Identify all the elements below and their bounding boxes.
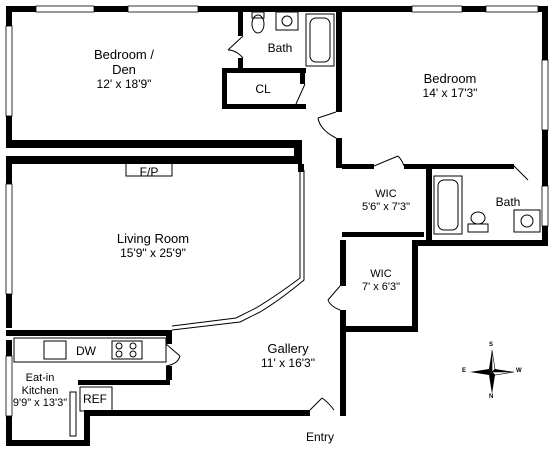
room-bedroom-den-name: Bedroom / Den — [94, 47, 154, 77]
room-bath-right: Bath — [486, 195, 530, 210]
room-bedroom-den: Bedroom / Den 12' x 18'9" — [64, 47, 184, 92]
kitchen-fixtures — [13, 337, 167, 437]
room-wic-2: WIC 7' x 6'3" — [350, 268, 412, 293]
compass-e: E — [462, 368, 467, 374]
compass-star-icon — [470, 349, 515, 394]
room-living-room-size: 15'9" x 25'9" — [120, 245, 186, 260]
room-wic-2-size: 7' x 6'3" — [361, 280, 401, 293]
compass-rose: S N E W — [462, 342, 522, 400]
room-kitchen-name: Eat-in Kitchen — [21, 372, 59, 397]
room-closet-name: CL — [255, 82, 271, 96]
bath-right-fixtures — [433, 175, 541, 235]
living-room-partition-inner — [171, 170, 301, 327]
fireplace-outline — [125, 164, 173, 177]
room-bedroom-den-size: 12' x 18'9" — [96, 76, 152, 91]
compass-n: N — [489, 394, 494, 400]
interior-walls — [6, 6, 514, 385]
bath-top-fixtures — [251, 11, 335, 67]
room-bedroom-size: 14' x 17'3" — [422, 85, 478, 100]
room-kitchen-size: 9'9" x 13'3" — [12, 397, 68, 410]
fireplace: F/P — [126, 165, 172, 180]
living-room-partition — [171, 170, 305, 331]
room-closet: CL — [240, 82, 286, 97]
room-bedroom-name: Bedroom — [423, 71, 477, 86]
room-bath-top-name: Bath — [267, 41, 293, 55]
room-wic-1-size: 5'6" x 7'3" — [361, 200, 411, 213]
room-gallery: Gallery 11' x 16'3" — [236, 341, 340, 371]
fireplace-label: F/P — [139, 165, 159, 179]
room-kitchen: Eat-in Kitchen 9'9" x 13'3" — [8, 372, 72, 410]
entry-label: Entry — [306, 430, 335, 444]
compass-w: W — [516, 368, 522, 374]
room-living-room: Living Room 15'9" x 25'9" — [88, 231, 218, 261]
dishwasher-label: DW — [76, 344, 96, 358]
room-wic-1: WIC 5'6" x 7'3" — [350, 188, 422, 213]
compass-s: S — [489, 342, 494, 348]
room-gallery-name: Gallery — [267, 341, 309, 356]
windows — [5, 5, 549, 417]
refrigerator-label: REF — [83, 392, 107, 406]
room-wic-1-name: WIC — [375, 188, 397, 200]
room-bath-right-name: Bath — [495, 195, 521, 209]
doors — [165, 35, 529, 411]
room-gallery-size: 11' x 16'3" — [261, 355, 315, 370]
room-bath-top: Bath — [256, 41, 304, 56]
room-bedroom: Bedroom 14' x 17'3" — [390, 71, 510, 101]
room-wic-2-name: WIC — [370, 268, 392, 280]
room-living-room-name: Living Room — [116, 231, 190, 246]
